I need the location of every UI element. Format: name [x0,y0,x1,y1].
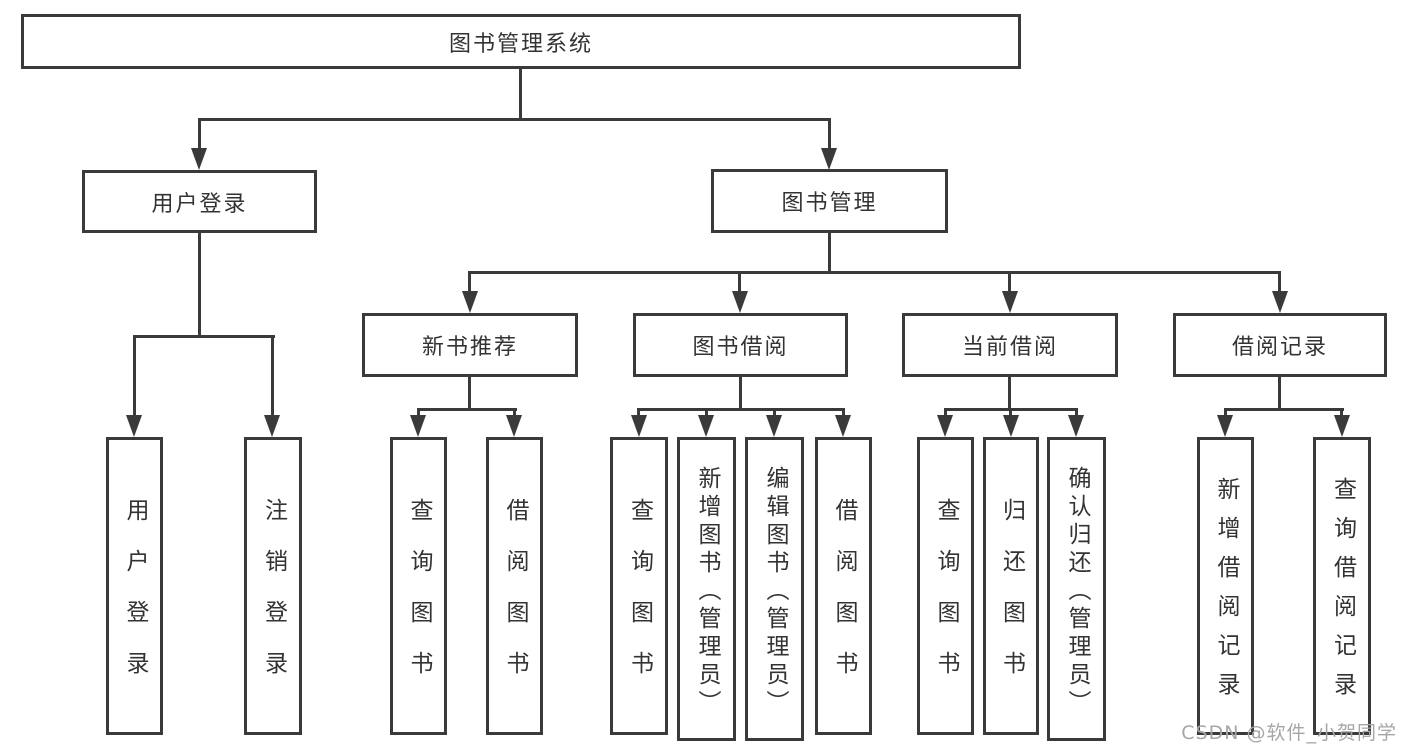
connector-line [705,408,708,415]
connector-line [1224,408,1227,415]
node-library-management-system: 图书管理系统 [21,14,1021,69]
arrowhead-icon [462,291,478,313]
arrowhead-icon [766,415,782,437]
arrowhead-icon [1334,415,1350,437]
leaf-label: 注销登录 [260,498,287,702]
leaf-label: 编辑图书（管理员） [762,465,788,718]
arrowhead-icon [410,415,426,437]
leaf-borrow-books: 借阅图书 [486,437,543,735]
leaf-label: 借阅图书 [831,498,857,702]
leaf-query-books: 查询图书 [610,437,668,735]
node-book-management: 图书管理 [711,169,948,233]
connector-line [468,271,1281,274]
connector-line [1009,408,1012,415]
connector-line [133,335,275,338]
connector-line [1278,271,1281,291]
connector-line [637,408,640,415]
connector-line [1075,408,1078,415]
leaf-confirm-return-admin: 确认归还（管理员） [1047,437,1106,741]
node-label: 图书管理系统 [448,31,593,57]
arrowhead-icon [1272,291,1288,313]
arrowhead-icon [1217,415,1233,437]
arrowhead-icon [1068,415,1084,437]
node-user-login: 用户登录 [82,170,317,233]
connector-line [1008,271,1011,291]
leaf-add-books-admin: 新增图书（管理员） [677,437,736,741]
arrowhead-icon [506,415,522,437]
node-label: 图书管理 [781,191,878,216]
connector-line [842,408,845,415]
connector-line [739,377,742,408]
node-label: 当前借阅 [961,335,1058,360]
connector-line [773,408,776,415]
leaf-logout: 注销登录 [244,437,302,735]
leaf-user-login: 用户登录 [106,437,163,735]
arrowhead-icon [126,415,142,437]
leaf-label: 确认归还（管理员） [1064,465,1090,718]
leaf-label: 归还图书 [998,498,1025,702]
leaf-edit-books-admin: 编辑图书（管理员） [745,437,804,741]
arrowhead-icon [732,291,748,313]
arrowhead-icon [1003,415,1019,437]
leaf-label: 查询图书 [626,498,653,702]
leaf-label: 查询借阅记录 [1329,477,1356,711]
node-new-book-recommendation: 新书推荐 [362,313,578,377]
connector-line [519,69,522,118]
arrowhead-icon [264,415,280,437]
leaf-query-borrowing-record: 查询借阅记录 [1313,437,1371,735]
leaf-label: 查询图书 [933,498,959,702]
connector-line [198,233,201,335]
leaf-query-books: 查询图书 [390,437,447,735]
node-label: 用户登录 [151,191,248,217]
leaf-add-borrowing-record: 新增借阅记录 [1197,437,1254,735]
connector-line [1278,377,1281,408]
connector-line [1008,377,1011,408]
arrowhead-icon [937,415,953,437]
arrowhead-icon [631,415,647,437]
connector-line [738,271,741,291]
connector-line [417,408,517,411]
connector-line [637,408,845,411]
csdn-watermark: CSDN @软件_小贺同学 [1181,722,1397,744]
connector-line [513,408,516,415]
arrowhead-icon [191,148,207,170]
connector-line [468,377,471,408]
node-label: 图书借阅 [692,335,789,360]
node-label: 新书推荐 [421,335,518,360]
arrowhead-icon [1002,291,1018,313]
node-current-borrowing: 当前借阅 [902,313,1118,377]
connector-line [198,118,201,148]
node-borrowing-records: 借阅记录 [1173,313,1387,377]
connector-line [828,233,831,271]
leaf-label: 用户登录 [122,498,148,702]
leaf-query-books: 查询图书 [917,437,974,735]
connector-line [417,408,420,415]
node-label: 借阅记录 [1231,335,1328,360]
arrowhead-icon [821,148,837,170]
connector-line [1224,408,1344,411]
leaf-label: 借阅图书 [502,498,528,702]
connector-line [828,118,831,148]
leaf-borrow-books: 借阅图书 [815,437,872,735]
connector-line [468,271,471,291]
arrowhead-icon [698,415,714,437]
connector-line [133,335,136,415]
connector-line [198,118,831,121]
leaf-label: 查询图书 [406,498,432,702]
arrowhead-icon [835,415,851,437]
node-book-borrowing: 图书借阅 [633,313,848,377]
connector-line [944,408,947,415]
leaf-return-books: 归还图书 [983,437,1039,735]
leaf-label: 新增图书（管理员） [694,465,720,718]
leaf-label: 新增借阅记录 [1213,477,1239,711]
connector-line [271,335,274,415]
connector-line [1340,408,1343,415]
